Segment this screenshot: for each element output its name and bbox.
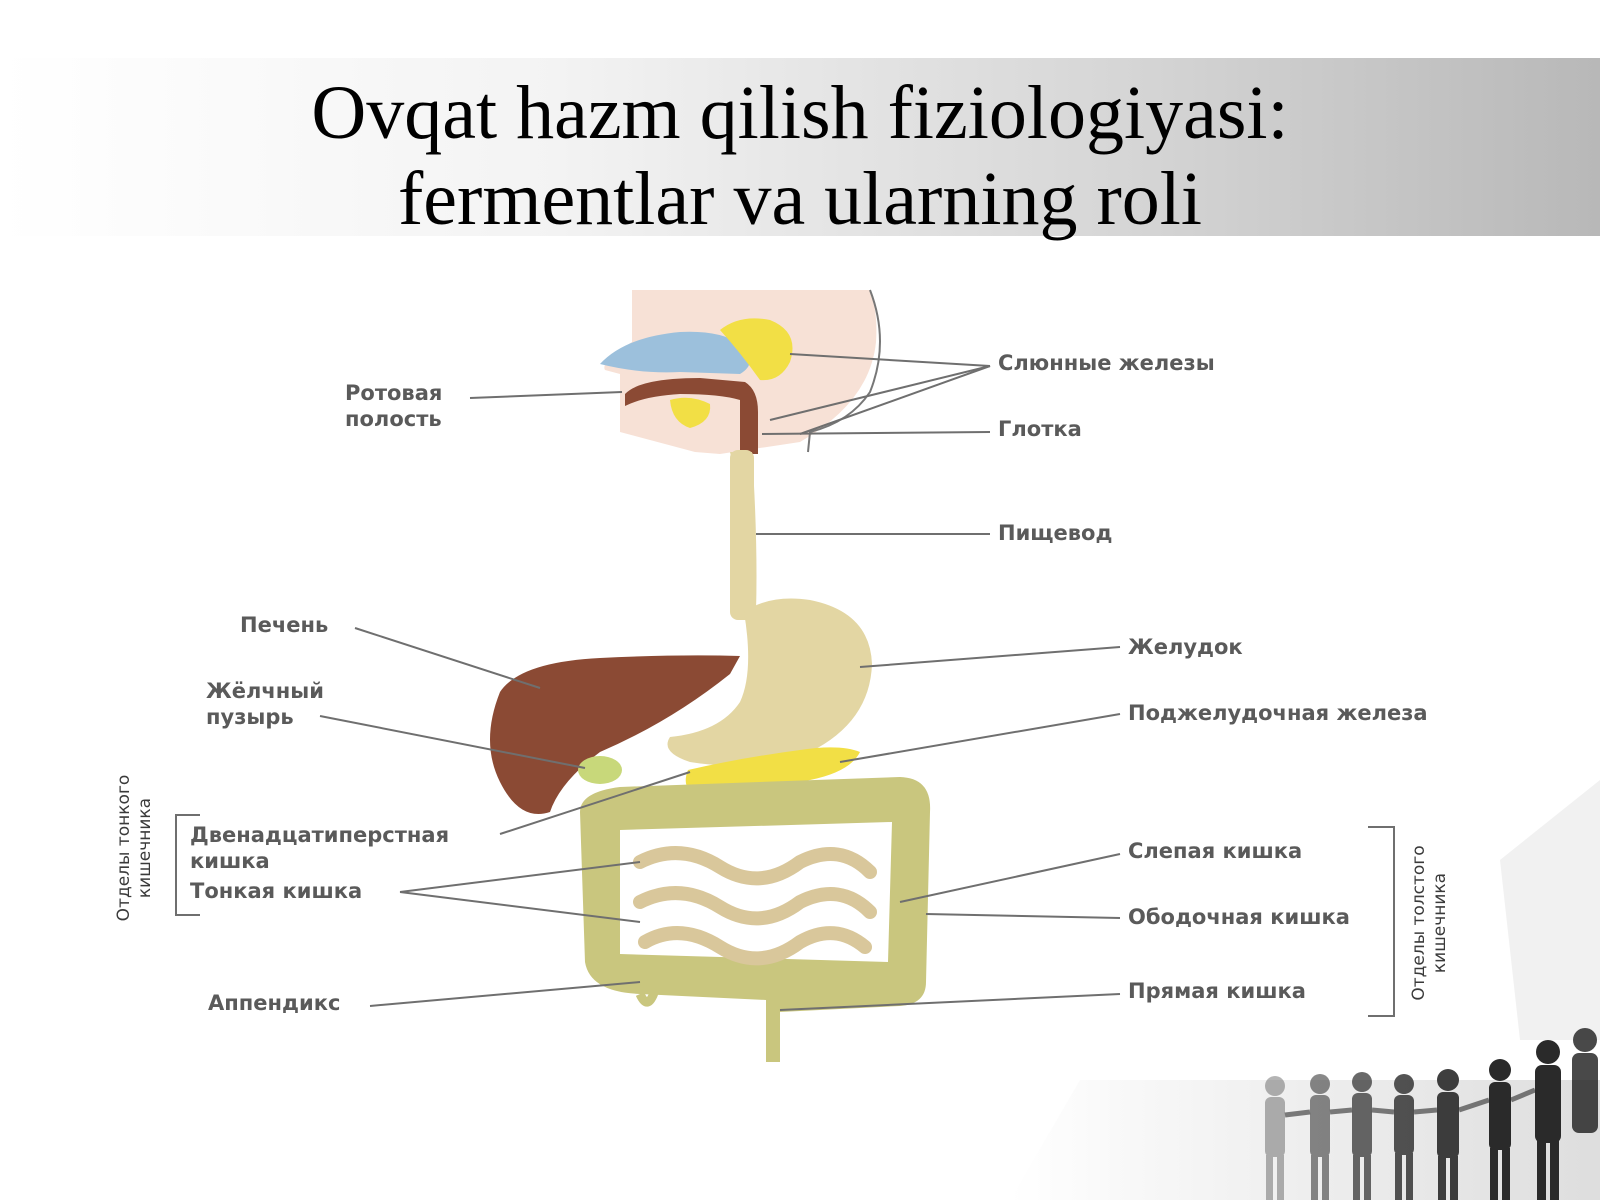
label-large-intestine-sections: Отделы толстого кишечника bbox=[1409, 845, 1450, 1001]
label-colon: Ободочная кишка bbox=[1128, 905, 1350, 929]
digestive-system-diagram: Ротовая полость Слюнные железы Глотка Пи… bbox=[80, 282, 1520, 1062]
label-rectum: Прямая кишка bbox=[1128, 979, 1306, 1003]
label-esophagus: Пищевод bbox=[998, 521, 1113, 545]
esophagus-tube bbox=[730, 450, 754, 620]
slide-title-line-1: Ovqat hazm qilish fiziologiyasi: bbox=[311, 71, 1289, 155]
salivary-gland-yellow bbox=[720, 318, 793, 381]
label-liver: Печень bbox=[240, 613, 329, 637]
label-cecum: Слепая кишка bbox=[1128, 839, 1303, 863]
label-appendix: Аппендикс bbox=[208, 991, 341, 1015]
salivary-gland-blue bbox=[600, 331, 750, 374]
slide-title: Ovqat hazm qilish fiziologiyasi: ferment… bbox=[0, 70, 1600, 242]
slide-title-line-2: fermentlar va ularning roli bbox=[397, 157, 1202, 241]
appendix bbox=[635, 988, 660, 1007]
small-intestine-bracket bbox=[175, 814, 200, 916]
salivary-gland-yellow-2 bbox=[670, 397, 711, 428]
label-duodenum: Двенадцатиперстная кишка bbox=[190, 823, 450, 873]
large-intestine-bracket bbox=[1368, 826, 1395, 1017]
corner-side-band bbox=[1500, 780, 1600, 1040]
label-small-intestine: Тонкая кишка bbox=[190, 879, 363, 903]
label-salivary-glands: Слюнные железы bbox=[998, 351, 1215, 375]
digestive-organs-illustration bbox=[175, 289, 1395, 1062]
gallbladder bbox=[578, 756, 622, 784]
label-small-intestine-sections: Отделы тонкого кишечника bbox=[114, 774, 155, 922]
small-intestine bbox=[633, 846, 877, 966]
label-stomach: Желудок bbox=[1128, 635, 1243, 659]
oral-cavity bbox=[625, 378, 758, 454]
stomach bbox=[667, 598, 872, 766]
label-pharynx: Глотка bbox=[998, 417, 1082, 441]
label-mouth: Ротовая полость bbox=[345, 381, 443, 431]
label-gallbladder: Жёлчный пузырь bbox=[206, 679, 324, 729]
head-outline bbox=[807, 289, 881, 453]
label-pancreas: Поджелудочная железа bbox=[1128, 701, 1428, 725]
liver bbox=[490, 655, 740, 814]
title-band bbox=[0, 58, 1600, 236]
large-intestine bbox=[580, 777, 931, 1062]
people-silhouettes bbox=[1265, 1028, 1598, 1200]
leader-lines bbox=[319, 353, 1121, 1011]
